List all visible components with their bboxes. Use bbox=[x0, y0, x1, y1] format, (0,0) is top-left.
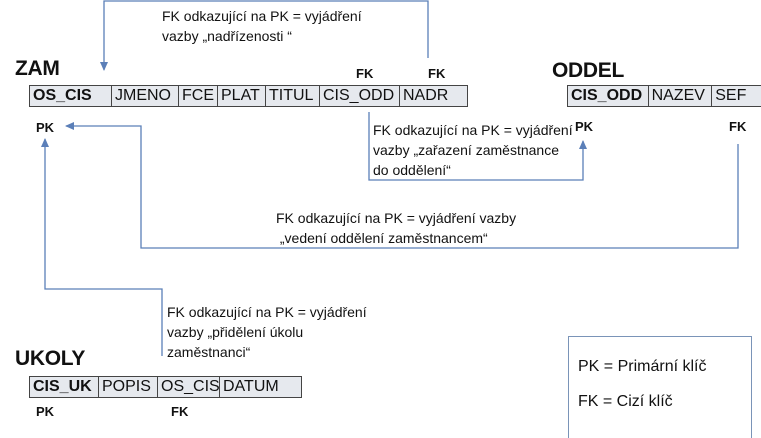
pk-label-ukoly: PK bbox=[36, 404, 55, 419]
column-cis-odd: CIS_ODD bbox=[320, 86, 400, 106]
table-title-zam: ZAM bbox=[15, 57, 60, 80]
column-jmeno: JMENO bbox=[112, 86, 179, 106]
legend-pk: PK = Primární klíč bbox=[578, 358, 707, 375]
table-zam: OS_CIS JMENO FCE PLAT TITUL CIS_ODD NADR bbox=[29, 85, 468, 107]
table-title-oddel: ODDEL bbox=[552, 59, 625, 82]
note-line: FK odkazující na PK = vyjádření bbox=[167, 304, 367, 320]
column-nadr: NADR bbox=[403, 87, 449, 104]
arrow-ukoly-to-os-cis bbox=[41, 138, 163, 356]
note-prideleni: FK odkazující na PK = vyjádření vazby „p… bbox=[167, 302, 367, 362]
table-oddel: CIS_ODD NAZEV SEF bbox=[567, 85, 761, 107]
column-plat: PLAT bbox=[218, 86, 266, 106]
column-cis-odd: CIS_ODD bbox=[568, 86, 649, 106]
pk-label-oddel: PK bbox=[575, 119, 594, 134]
column-titul: TITUL bbox=[266, 86, 320, 106]
note-line: vazby „nadřízenosti “ bbox=[162, 28, 292, 44]
pk-label-zam: PK bbox=[36, 120, 55, 135]
arrow-nadr-to-os-cis bbox=[100, 0, 429, 71]
note-line: FK odkazující na PK = vyjádření bbox=[162, 8, 362, 24]
column-popis: POPIS bbox=[99, 377, 158, 397]
arrow-sef-to-os-cis bbox=[65, 122, 739, 249]
note-vedeni: FK odkazující na PK = vyjádření vazby „v… bbox=[276, 208, 516, 248]
table-ukoly: CIS_UK POPIS OS_CIS DATUM bbox=[29, 376, 302, 398]
legend-fk: FK = Cizí klíč bbox=[578, 393, 673, 410]
column-sef: SEF bbox=[715, 87, 747, 104]
fk-label-os-cis: FK bbox=[171, 404, 189, 419]
note-line: vazby „přidělení úkolu bbox=[167, 324, 304, 340]
column-os-cis: OS_CIS bbox=[30, 86, 112, 106]
column-fce: FCE bbox=[179, 86, 218, 106]
note-line: FK odkazující na PK = vyjádření bbox=[373, 122, 573, 138]
fk-label-nadr: FK bbox=[428, 66, 446, 81]
note-line: do oddělení“ bbox=[373, 162, 451, 178]
arrow-cis-odd-to-oddel bbox=[368, 112, 587, 181]
note-nadrizenost: FK odkazující na PK = vyjádření vazby „n… bbox=[162, 6, 362, 46]
note-line: FK odkazující na PK = vyjádření vazby bbox=[276, 210, 517, 226]
note-line: zaměstnanci“ bbox=[167, 344, 251, 360]
column-nazev: NAZEV bbox=[649, 86, 713, 106]
note-line: vazby „zařazení zaměstnance bbox=[373, 142, 559, 158]
column-os-cis: OS_CIS bbox=[158, 377, 220, 397]
fk-label-sef: FK bbox=[729, 119, 747, 134]
note-line: „vedení oddělení zaměstnancem“ bbox=[276, 230, 488, 246]
column-cis-uk: CIS_UK bbox=[30, 377, 99, 397]
table-title-ukoly: UKOLY bbox=[15, 347, 86, 370]
fk-label-cis-odd: FK bbox=[356, 66, 374, 81]
note-zarazeni: FK odkazující na PK = vyjádření vazby „z… bbox=[373, 120, 573, 180]
legend-box: PK = Primární klíč FK = Cizí klíč bbox=[568, 336, 752, 438]
column-datum: DATUM bbox=[223, 378, 279, 395]
